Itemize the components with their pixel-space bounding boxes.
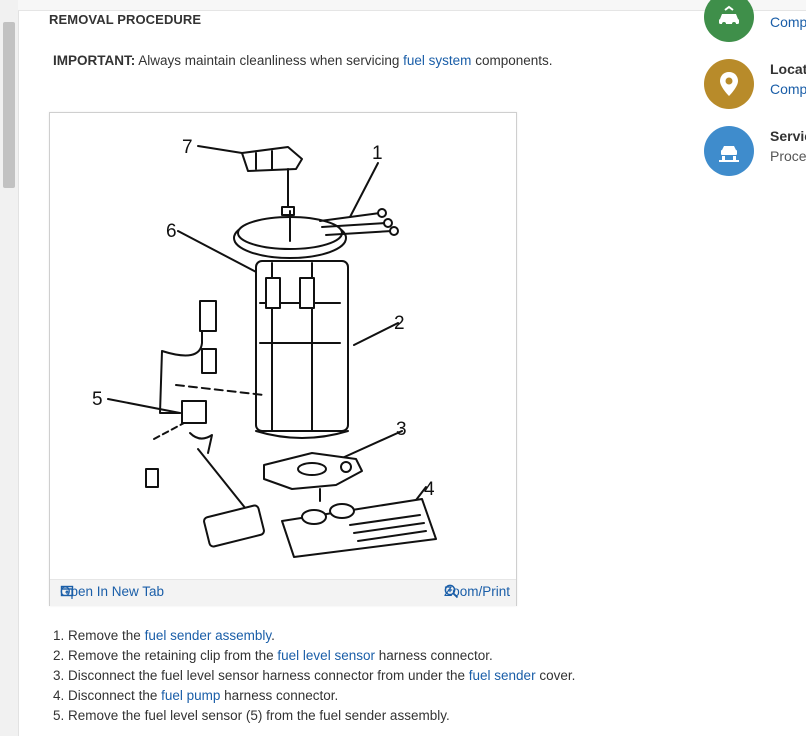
right-sidebar: Comp Locat Comp Servic Proce	[690, 0, 806, 736]
step-text: Disconnect the	[68, 688, 158, 703]
step-number: 5.	[53, 708, 65, 723]
step-number: 4.	[53, 688, 65, 703]
location-pin-icon	[720, 72, 738, 96]
step-text-end: harness connector.	[378, 648, 493, 663]
callout-5: 5	[92, 389, 103, 410]
step-item: 2. Remove the retaining clip from the fu…	[53, 646, 575, 666]
step-item: 5. Remove the fuel level sensor (5) from…	[53, 706, 575, 726]
fuel-sender-diagram: 7 1 6 2 5 3 4 Open In New Tab	[49, 112, 517, 606]
card-icon-circle	[704, 59, 754, 109]
open-in-new-tab-icon	[60, 585, 74, 597]
zoom-print-button[interactable]: Zoom/Print	[444, 584, 510, 599]
step-text: Remove the	[68, 628, 141, 643]
important-note: IMPORTANT: Always maintain cleanliness w…	[53, 53, 553, 68]
card-title: Locat	[770, 61, 806, 77]
step-number: 2.	[53, 648, 65, 663]
fuel-pump-link[interactable]: fuel pump	[161, 688, 221, 703]
procedure-content: REMOVAL PROCEDURE IMPORTANT: Always main…	[18, 0, 678, 736]
left-scrollbar-track[interactable]	[0, 0, 19, 736]
top-edge	[18, 0, 806, 11]
open-in-new-tab-button[interactable]: Open In New Tab	[60, 584, 164, 599]
important-text-before: Always maintain cleanliness when servici…	[138, 53, 400, 68]
step-item: 4. Disconnect the fuel pump harness conn…	[53, 686, 575, 706]
step-text-end: harness connector.	[224, 688, 339, 703]
callout-6: 6	[166, 221, 177, 242]
callout-7: 7	[182, 137, 193, 158]
callout-3: 3	[396, 419, 407, 440]
card-subtitle[interactable]: Comp	[770, 14, 806, 30]
fuel-system-link[interactable]: fuel system	[403, 53, 472, 68]
card-icon-circle	[704, 0, 754, 42]
figure-toolbar: Open In New Tab Zoom/Print	[50, 579, 516, 606]
fuel-sender-assembly-link[interactable]: fuel sender assembly	[144, 628, 272, 643]
step-text: Remove the fuel level sensor (5) from th…	[68, 708, 450, 723]
callout-1: 1	[372, 143, 383, 164]
step-item: 1. Remove the fuel sender assembly.	[53, 626, 575, 646]
card-subtitle[interactable]: Proce	[770, 148, 806, 164]
fuel-level-sensor-link[interactable]: fuel level sensor	[277, 648, 375, 663]
step-text-end: .	[271, 628, 275, 643]
important-text-after: components.	[475, 53, 553, 68]
step-number: 3.	[53, 668, 65, 683]
car-repair-icon	[719, 5, 739, 26]
sidebar-card-service[interactable]: Servic Proce	[704, 126, 806, 178]
fuel-sender-illustration: 7 1 6 2 5 3 4	[92, 137, 437, 558]
section-heading: REMOVAL PROCEDURE	[49, 12, 202, 27]
zoom-print-label: Zoom/Print	[443, 584, 510, 599]
service-lift-icon	[719, 146, 739, 162]
step-text: Remove the retaining clip from the	[68, 648, 274, 663]
procedure-steps: 1. Remove the fuel sender assembly. 2. R…	[53, 626, 575, 726]
callout-4: 4	[424, 479, 435, 500]
zoom-in-icon	[444, 584, 459, 599]
important-label: IMPORTANT:	[53, 53, 136, 68]
sidebar-card-location[interactable]: Locat Comp	[704, 59, 806, 111]
callout-2: 2	[394, 313, 405, 334]
fuel-sender-link[interactable]: fuel sender	[468, 668, 536, 683]
step-number: 1.	[53, 628, 65, 643]
step-text: Disconnect the fuel level sensor harness…	[68, 668, 465, 683]
open-in-new-tab-label: Open In New Tab	[60, 584, 165, 599]
sidebar-card-components[interactable]: Comp	[704, 0, 806, 44]
scrollbar-thumb[interactable]	[3, 22, 15, 188]
step-item: 3. Disconnect the fuel level sensor harn…	[53, 666, 575, 686]
card-subtitle[interactable]: Comp	[770, 81, 806, 97]
step-text-end: cover.	[539, 668, 576, 683]
card-icon-circle	[704, 126, 754, 176]
card-title: Servic	[770, 128, 806, 144]
